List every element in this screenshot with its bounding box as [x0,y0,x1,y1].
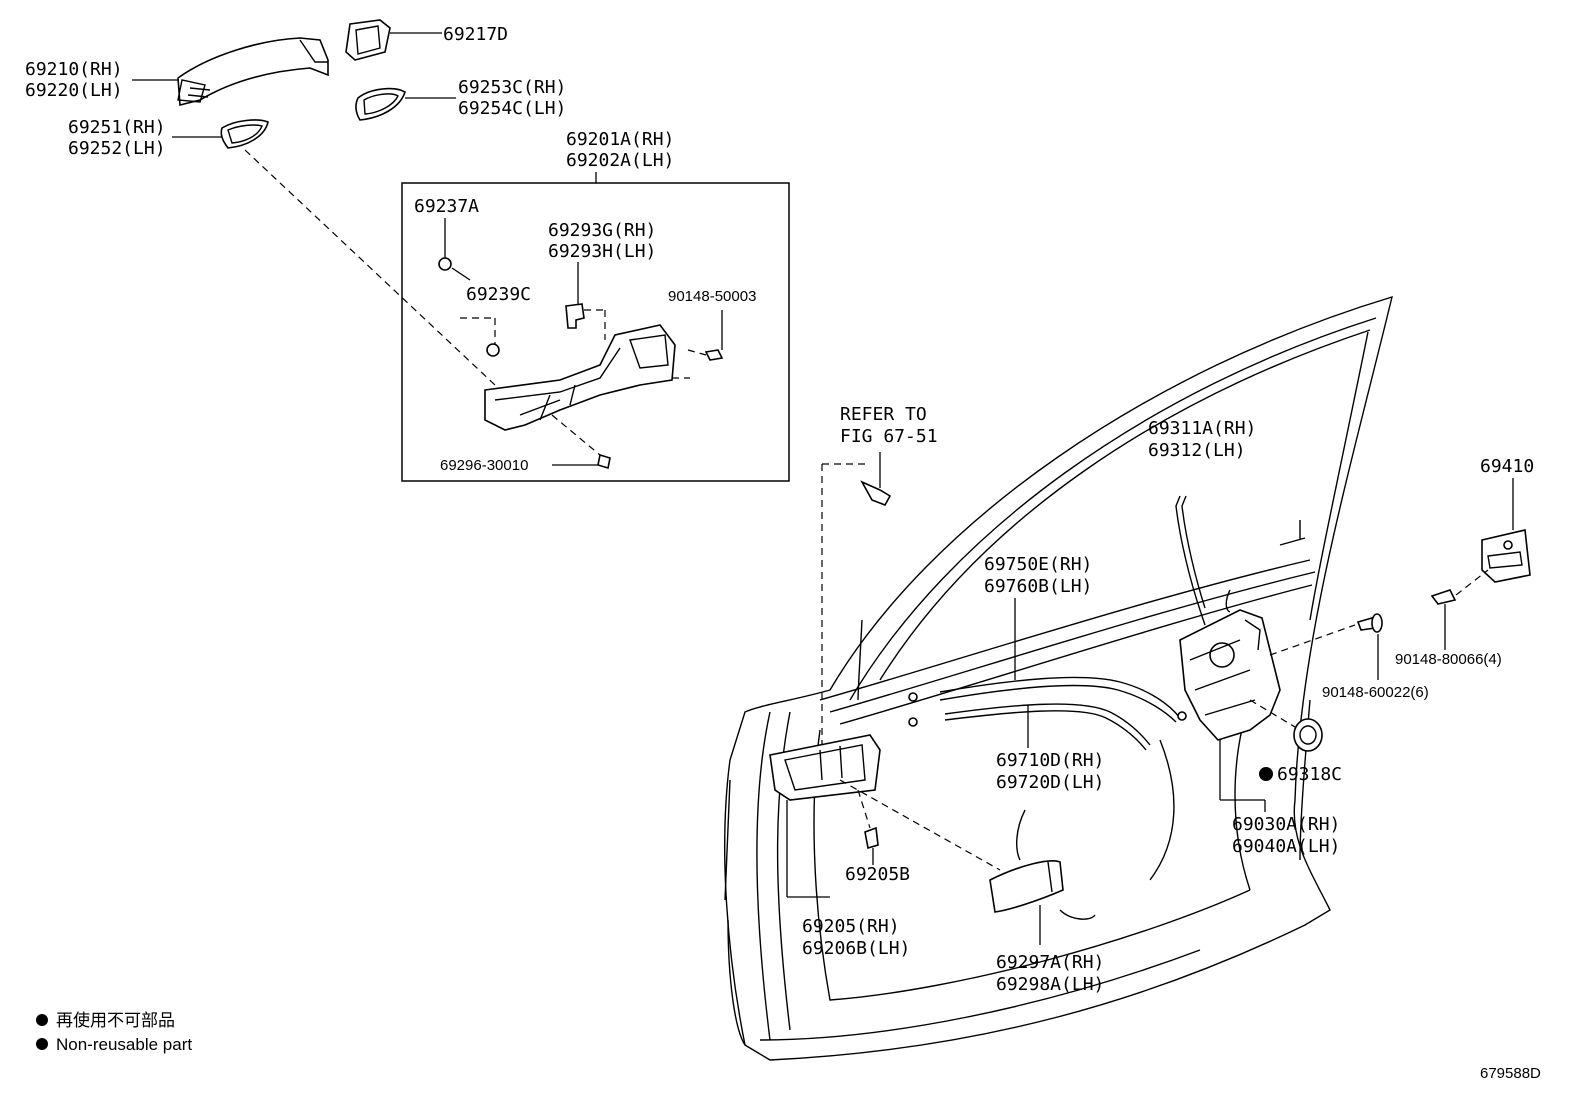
legend-marker-en [36,1038,48,1050]
label-69205: 69205(RH) [802,916,900,937]
label-69210: 69210(RH) [25,59,123,80]
legend-text-en: Non-reusable part [56,1035,192,1054]
label-69311a: 69311A(RH) [1148,418,1256,439]
lock-screw-part [1356,613,1383,680]
part-labels: 69210(RH) 69220(LH) 69217D 69253C(RH) 69… [25,24,1534,995]
label-69251: 69251(RH) [68,117,166,138]
label-69750e: 69750E(RH) [984,554,1092,575]
label-69237a: 69237A [414,196,479,217]
label-69217d: 69217D [443,24,508,45]
cables-part [908,598,1187,751]
label-69410: 69410 [1480,456,1534,477]
lock-rod-part [1175,495,1206,626]
handle-cap-part [345,19,391,61]
label-69760b: 69760B(LH) [984,576,1092,597]
grommet-part [1293,718,1323,752]
label-69254c: 69254C(LH) [458,98,566,119]
label-69318c: 69318C [1277,764,1342,785]
label-69253c: 69253C(RH) [458,77,566,98]
frame-assembly-box [401,172,790,482]
outside-handle-part [177,37,329,107]
diagram-code: 679588D [1480,1065,1541,1082]
label-69220: 69220(LH) [25,80,123,101]
legend-marker-jp [36,1014,48,1026]
label-69205b: 69205B [845,864,910,885]
handle-pad-part [355,87,406,121]
label-69296-30010: 69296-30010 [440,457,528,474]
label-69293g: 69293G(RH) [548,220,656,241]
label-69239c: 69239C [466,284,531,305]
legend-text-jp: 再使用不可部品 [56,1010,175,1030]
label-refer-to: REFER TO [840,404,927,425]
leaders-top-left [132,32,496,386]
label-69202a: 69202A(LH) [566,150,674,171]
label-90148-80066: 90148-80066(4) [1395,651,1502,668]
refer-bolt [821,452,892,745]
label-69206b: 69206B(LH) [802,938,910,959]
label-90148-50003: 90148-50003 [668,288,756,305]
label-69030a: 69030A(RH) [1232,814,1340,835]
label-69710d: 69710D(RH) [996,750,1104,771]
label-69720d: 69720D(LH) [996,772,1104,793]
label-69297a: 69297A(RH) [996,952,1104,973]
door-striker-part [1430,478,1531,650]
inside-handle-part [769,734,1001,898]
label-69040a: 69040A(LH) [1232,836,1340,857]
label-69201a: 69201A(RH) [566,129,674,150]
label-refer-fig: FIG 67-51 [840,426,938,447]
handle-gasket-part [220,119,269,149]
label-69298a: 69298A(LH) [996,974,1104,995]
door-lock-assembly-part [1179,609,1356,812]
label-69312: 69312(LH) [1148,440,1246,461]
legend: 再使用不可部品 Non-reusable part [36,1010,192,1054]
non-reusable-marker [1259,767,1273,781]
label-69252: 69252(LH) [68,138,166,159]
inside-handle-cover-part [989,860,1064,945]
label-90148-60022: 90148-60022(6) [1322,684,1429,701]
label-69293h: 69293H(LH) [548,241,656,262]
